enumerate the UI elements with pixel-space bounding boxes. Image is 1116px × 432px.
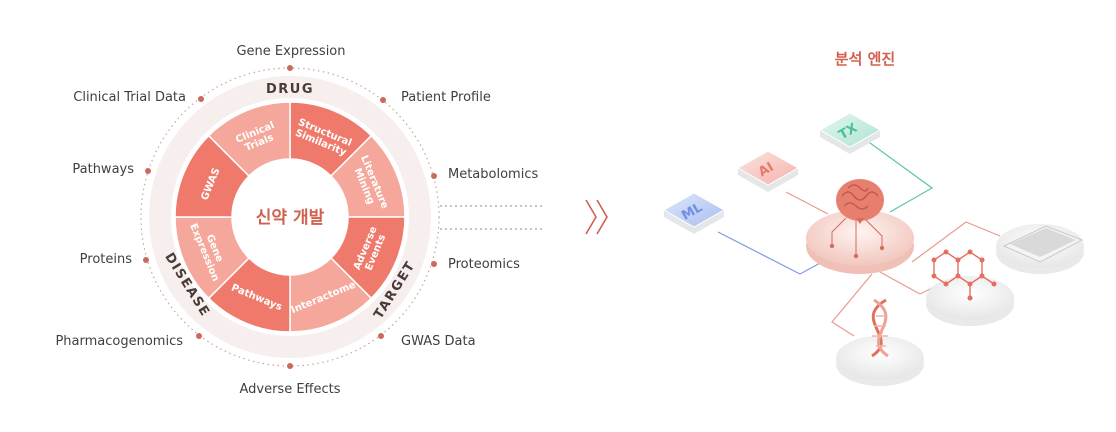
molecule-atoms xyxy=(931,249,997,301)
dot-clinical-trial-data xyxy=(198,96,204,102)
dot-proteomics xyxy=(431,261,437,267)
inner-ring-band xyxy=(149,76,431,358)
ring-label-drug: DRUG xyxy=(266,82,314,97)
label-pharmacogenomics: Pharmacogenomics xyxy=(55,334,183,349)
label-metabolomics: Metabolomics xyxy=(448,167,538,182)
engine-title: 분석 엔진 xyxy=(835,50,895,68)
line-tx xyxy=(865,139,934,213)
label-gwas-data: GWAS Data xyxy=(401,334,476,349)
circuit-line-3 xyxy=(865,219,883,248)
outer-ring-dots xyxy=(143,65,437,369)
chip-ai-label: AI xyxy=(756,160,776,180)
chip-tx: TX xyxy=(818,112,882,154)
atom-2 xyxy=(955,257,961,263)
atom-7 xyxy=(967,281,973,287)
chip-ai: AI xyxy=(736,150,800,192)
circuit-node-2 xyxy=(853,253,859,259)
circuit-nodes xyxy=(829,243,885,259)
label-proteins: Proteins xyxy=(80,252,133,267)
drug-discovery-wheel: StructuralSimilarityLiteratureMiningAdve… xyxy=(55,44,538,397)
dna-disc-top xyxy=(836,336,924,380)
chip-ml: ML xyxy=(662,192,726,234)
dot-patient-profile xyxy=(380,97,386,103)
brain-platform xyxy=(806,179,914,274)
circuit-node-1 xyxy=(829,243,835,249)
chevron-right-icon-2 xyxy=(596,199,608,235)
line-ai xyxy=(785,191,829,215)
dot-proteins xyxy=(143,257,149,263)
disc-device xyxy=(996,224,1084,274)
label-pathways: Pathways xyxy=(72,162,134,177)
connector xyxy=(440,199,608,235)
line-platform-right xyxy=(911,221,1001,263)
brain-folds xyxy=(841,184,879,210)
brain-stem xyxy=(856,218,864,224)
line-ml xyxy=(717,231,823,275)
label-gene-expression: Gene Expression xyxy=(236,44,345,59)
device-chip-top xyxy=(1010,228,1076,257)
dna-strand-1 xyxy=(871,298,887,358)
wheel-segments: StructuralSimilarityLiteratureMiningAdve… xyxy=(174,101,406,333)
analysis-engine: 분석 엔진 TX AI ML xyxy=(662,50,1084,386)
dna-rungs xyxy=(872,315,888,347)
label-adverse-effects: Adverse Effects xyxy=(239,382,340,397)
dna-disc xyxy=(836,298,924,386)
atom-3 xyxy=(955,273,961,279)
dna-helix-icon xyxy=(871,298,889,358)
dot-pharmacogenomics xyxy=(196,333,202,339)
dot-pathways xyxy=(145,168,151,174)
atom-11 xyxy=(967,295,973,301)
chevron-right-icon xyxy=(585,199,597,235)
atom-4 xyxy=(943,281,949,287)
atom-9 xyxy=(979,257,985,263)
line-platform-dna xyxy=(831,273,873,337)
chip-tx-top xyxy=(818,112,882,148)
outer-dotted-ring xyxy=(140,67,440,367)
atom-8 xyxy=(979,273,985,279)
atom-6 xyxy=(931,257,937,263)
molecule-disc xyxy=(926,249,1014,326)
atom-10 xyxy=(967,249,973,255)
dot-gwas-data xyxy=(378,333,384,339)
label-clinical-trial-data: Clinical Trial Data xyxy=(73,90,186,105)
dna-strand-2 xyxy=(873,298,889,358)
platform-top xyxy=(806,210,914,266)
dot-metabolomics xyxy=(431,173,437,179)
chip-ml-top xyxy=(662,192,726,228)
atom-1 xyxy=(943,249,949,255)
brain-icon xyxy=(836,179,884,224)
circuit-node-3 xyxy=(879,245,885,251)
circuit-lines xyxy=(831,217,883,256)
center-label: 신약 개발 xyxy=(256,207,325,228)
wheel-center xyxy=(232,159,348,275)
label-proteomics: Proteomics xyxy=(448,257,520,272)
atom-5 xyxy=(931,273,937,279)
chip-ai-top xyxy=(736,150,800,186)
atom-12 xyxy=(991,281,997,287)
circuit-line-1 xyxy=(831,217,847,246)
dot-adverse-effects xyxy=(287,363,293,369)
engine-connections xyxy=(717,139,1001,337)
dot-gene-expression xyxy=(287,65,293,71)
label-patient-profile: Patient Profile xyxy=(401,90,491,105)
